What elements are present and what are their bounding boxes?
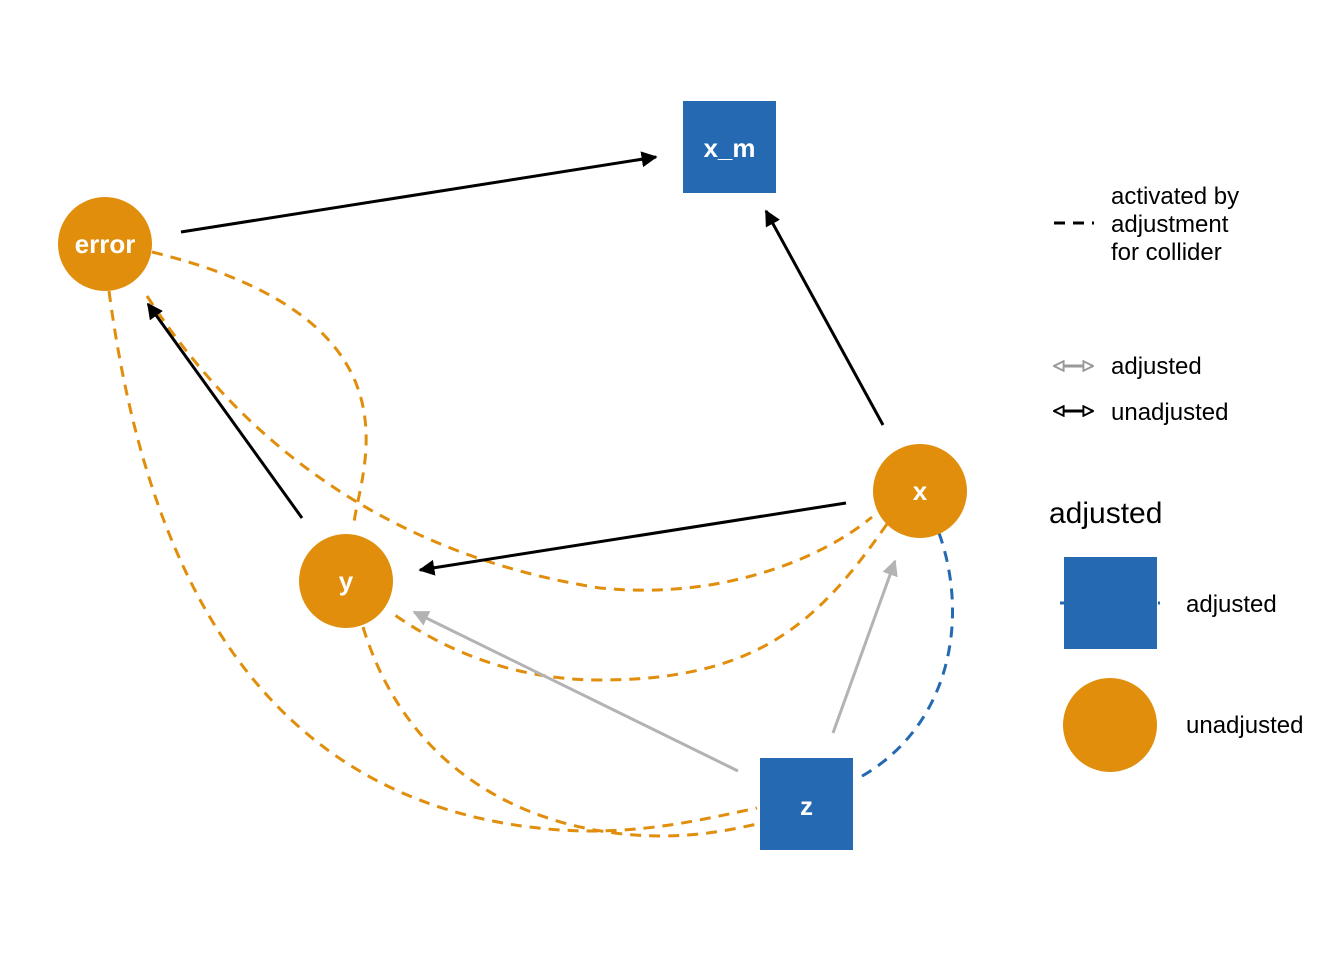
legend-linetype-label-line2: adjustment [1111,211,1229,238]
nodes: x_m error x y z [58,101,967,850]
collider-path-x-y [391,523,889,682]
legend-nodes: adjusted adjusted unadjusted [1049,497,1303,772]
legend-edge-adjusted-label: adjusted [1111,353,1202,380]
node-error[interactable]: error [58,197,152,291]
edge-z-to-x [831,559,898,734]
collider-path-error-x [145,295,873,592]
collider-path-error-y [151,250,368,524]
node-z-label: z [800,791,813,821]
edge-x-to-x_m [764,209,885,426]
node-x-shape [873,444,967,538]
node-z-shape [760,758,853,850]
legend: activated by adjustment for collider adj… [1049,183,1303,772]
collider-path-y-z [361,626,758,838]
legend-edge-unadjusted-label: unadjusted [1111,399,1228,426]
legend-linetype-label-line3: for collider [1111,239,1222,266]
legend-node-adjusted-label: adjusted [1186,591,1277,618]
node-x_m-shape [683,101,776,193]
legend-node-unadjusted-label: unadjusted [1186,712,1303,739]
node-x_m-label: x_m [703,133,755,163]
legend-linetype-label-line1: activated by [1111,183,1239,210]
edge-x-to-y [418,501,847,576]
legend-node-title: adjusted [1049,497,1162,530]
node-error-label: error [75,229,136,259]
node-y-shape [299,534,393,628]
node-x_m[interactable]: x_m [683,101,776,193]
edges [146,151,898,773]
node-error-shape [58,197,152,291]
node-y[interactable]: y [299,534,393,628]
legend-linetype: activated by adjustment for collider [1054,183,1239,266]
collider-paths [107,250,955,838]
node-x[interactable]: x [873,444,967,538]
edge-z-to-y [412,610,739,773]
edge-error-to-x_m [180,151,658,234]
node-x-label: x [913,476,928,506]
legend-node-unadjusted-key [1063,678,1157,772]
collider-path-x-z [854,532,955,782]
node-z[interactable]: z [760,758,853,850]
legend-edges: adjusted unadjusted [1054,353,1228,426]
collider-path-error-z [107,290,758,833]
edge-y-to-error [146,302,304,519]
node-y-label: y [339,566,354,596]
